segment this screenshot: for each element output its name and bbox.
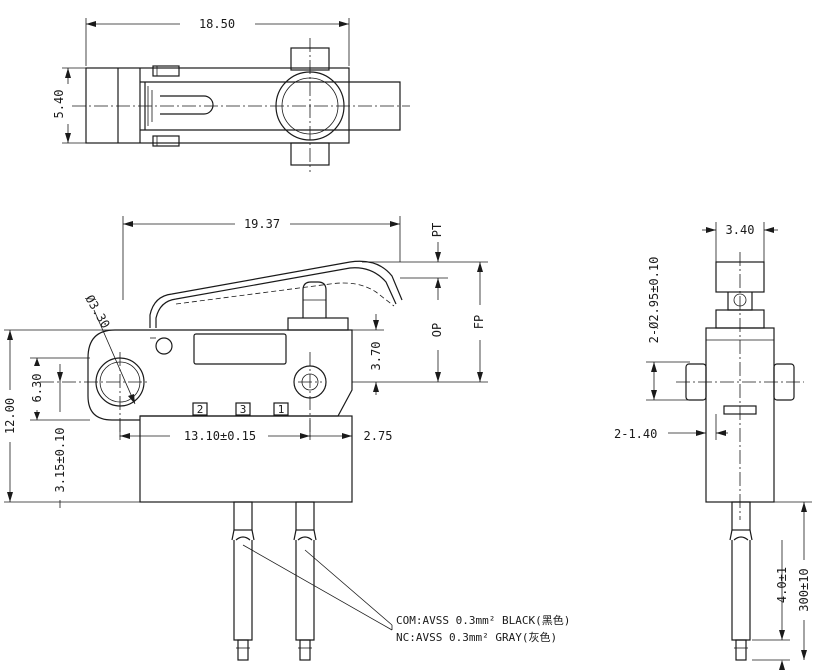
side-offset-dimension: 2-1.40 <box>614 427 657 441</box>
side-view: 3.40 2-Ø2.95±0.10 2-1.40 <box>614 222 812 670</box>
com-wire-note: COM:AVSS 0.3mm² BLACK(黑色) <box>396 613 570 627</box>
right-offset-dimension: 2.75 <box>364 429 393 443</box>
body-height-dimension: 12.00 <box>3 398 17 434</box>
front-view: 19.37 Ø3.30 PT OP FP <box>3 216 570 661</box>
top-height-dimension: 5.40 <box>52 90 66 119</box>
hole-spacing-dimension: 13.10±0.15 <box>184 429 256 443</box>
hole-vertical-dimension: 6.30 <box>30 374 44 403</box>
wire-length-dimension: 300±10 <box>797 568 811 611</box>
top-width-dimension: 18.50 <box>199 17 235 31</box>
terminal-1-label: 1 <box>278 403 285 416</box>
pt-label: PT <box>430 223 444 237</box>
fp-label: FP <box>472 315 486 329</box>
front-length-dimension: 19.37 <box>244 217 280 231</box>
top-view: 18.50 5.40 <box>52 17 410 172</box>
op-label: OP <box>430 323 444 337</box>
terminal-2-label: 2 <box>197 403 204 416</box>
strip-length-dimension: 4.0±1 <box>775 567 789 603</box>
pin-diameter-dimension: 2-Ø2.95±0.10 <box>647 257 661 344</box>
terminal-3-label: 3 <box>240 403 247 416</box>
actuator-dimension: 3.70 <box>369 342 383 371</box>
side-width-dimension: 3.40 <box>726 223 755 237</box>
nc-wire-note: NC:AVSS 0.3mm² GRAY(灰色) <box>396 630 557 644</box>
bottom-offset-dimension: 3.15±0.10 <box>53 427 67 492</box>
hole-diameter-dimension: Ø3.30 <box>82 293 112 331</box>
